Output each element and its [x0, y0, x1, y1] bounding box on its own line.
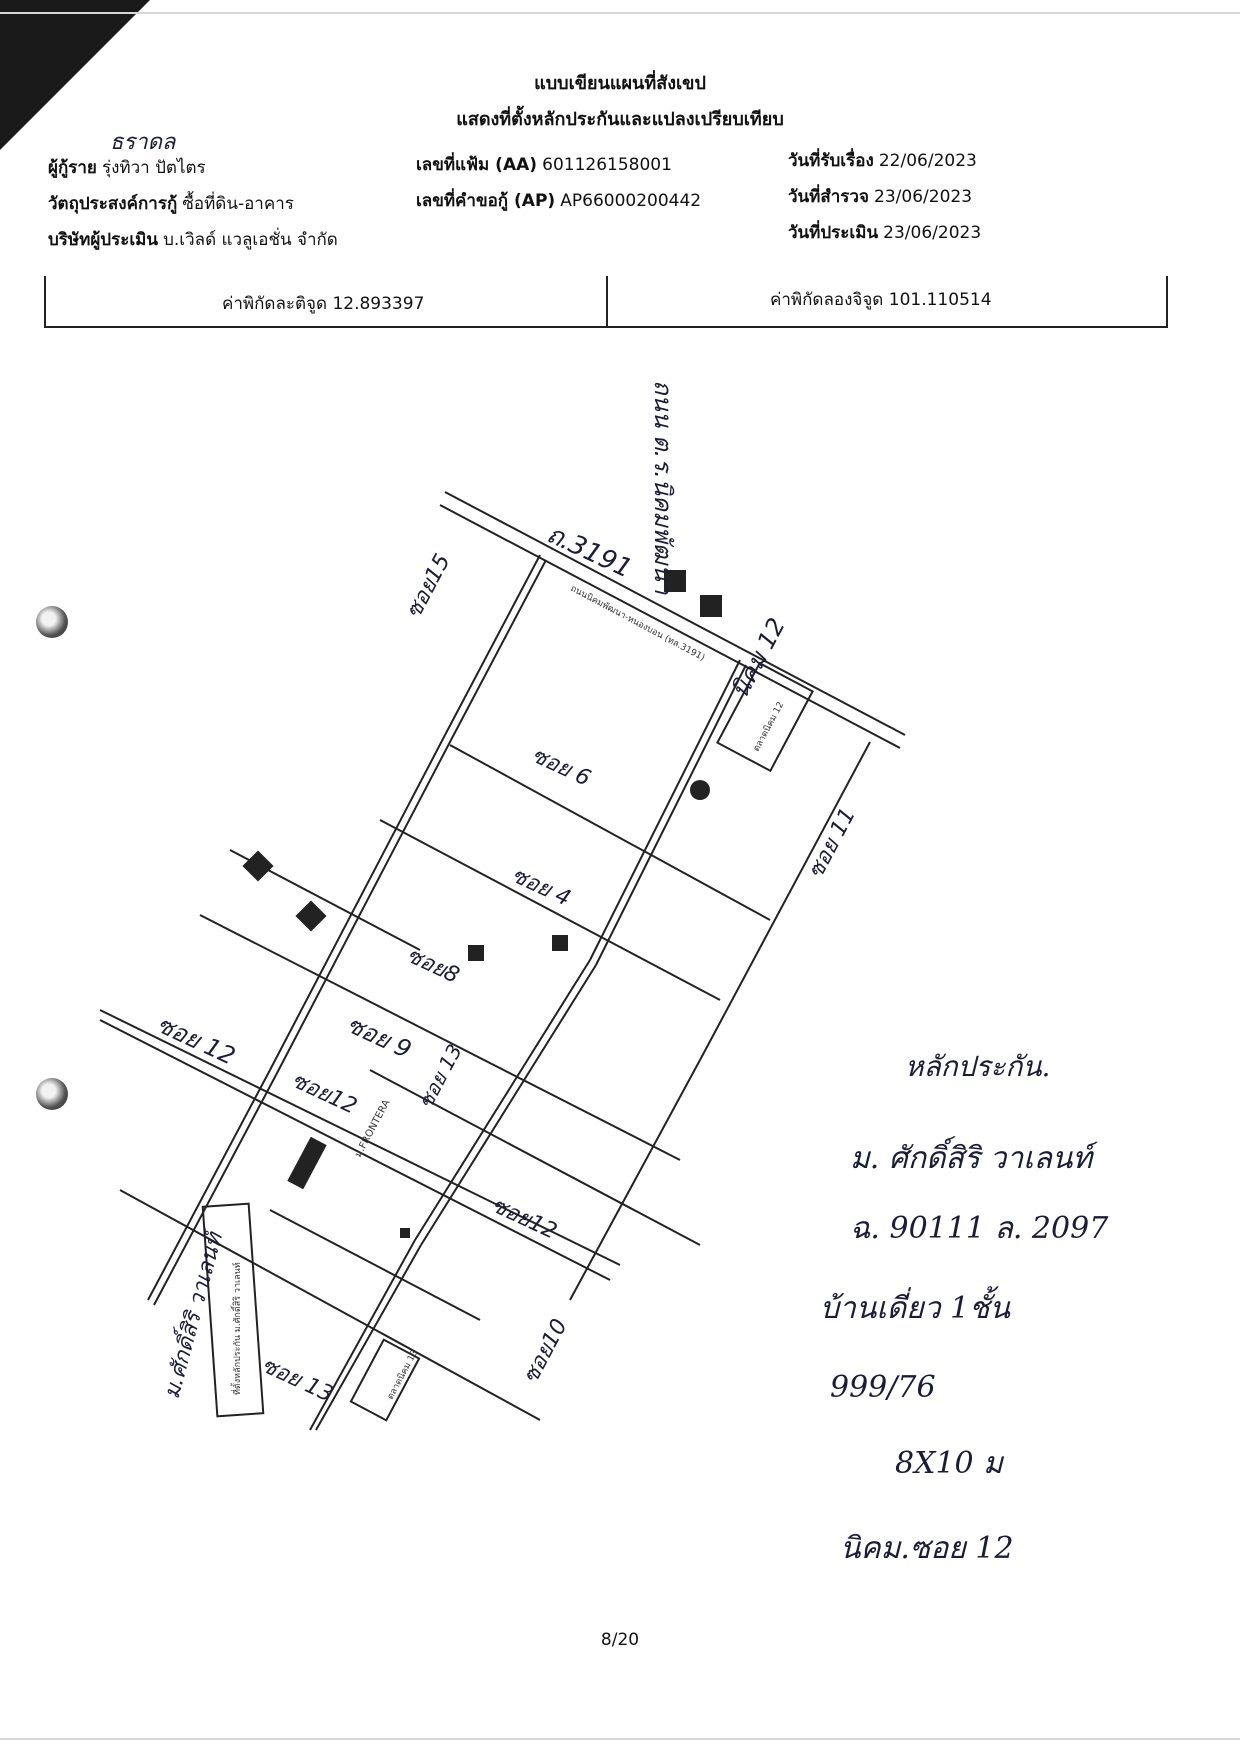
map-roads	[99, 491, 906, 1431]
survey-date-row: วันที่สำรวจ 23/06/2023	[788, 183, 972, 210]
appraisal-date-value: 23/06/2023	[883, 223, 982, 243]
hand-soi-8: ซอย8	[402, 943, 462, 989]
note-house-number: 999/76	[830, 1370, 936, 1405]
received-date-label: วันที่รับเรื่อง	[788, 151, 874, 171]
map-landmark-icons	[242, 570, 722, 1238]
document-subtitle: แสดงที่ตั้งหลักประกันและแปลงเปรียบเทียบ	[456, 109, 784, 130]
latitude-value: 12.893397	[332, 294, 425, 314]
hand-soi-12-b: ซอย12	[287, 1068, 360, 1120]
appraisal-date-row: วันที่ประเมิน 23/06/2023	[788, 219, 981, 246]
purpose-row: วัตถุประสงค์การกู้ ซื้อที่ดิน-อาคาร	[48, 190, 294, 217]
longitude-cell: ค่าพิกัดลองจิจูด 101.110514	[770, 286, 992, 313]
hand-collateral-name: ม.ศักดิ์สิริ วาเลนท์	[155, 1224, 229, 1401]
map-printed-labels: ม.FRONTERA ที่ตั้งหลักประกัน ม.ศักดิ์สิร…	[230, 583, 786, 1401]
coordinates-divider	[606, 276, 608, 326]
collateral-box-label: ที่ตั้งหลักประกัน ม.ศักดิ์สิริ วาเลนท์	[230, 1262, 243, 1395]
appraisal-date-label: วันที่ประเมิน	[788, 223, 879, 243]
file-number-label: เลขที่แฟ้ม (AA)	[416, 155, 538, 175]
market-label-2: ตลาดนิคม 13	[385, 1348, 420, 1401]
note-title-deed: ฉ. 90111 ล. 2097	[850, 1211, 1109, 1246]
borrower-row: ผู้กู้ราย รุ่งทิวา ปัตไตร	[48, 154, 206, 181]
page-number: 8/20	[600, 1630, 640, 1650]
hand-nikhom-12: นิคม 12	[726, 613, 791, 702]
map-handwritten-labels: ถ.3191 ถนน ต.ร.นิคมพัฒนา นิคม 12 ซอย15 ซ…	[152, 380, 861, 1408]
note-collateral-heading: หลักประกัน.	[905, 1050, 1051, 1083]
main-road-label: ถนนนิคมพัฒนา-หนองบอน (ทล.3191)	[569, 583, 707, 663]
building-icon	[664, 570, 686, 592]
landmark-icon	[242, 850, 274, 882]
market-label: ตลาดนิคม 12	[751, 700, 786, 753]
punch-hole-icon	[36, 606, 68, 638]
file-number-row: เลขที่แฟ้ม (AA) 601126158001	[416, 151, 672, 178]
handwritten-initials: ธราดล	[110, 130, 176, 155]
loan-request-row: เลขที่คำขอกู้ (AP) AP66000200442	[416, 187, 701, 214]
hand-road-3191: ถ.3191	[542, 519, 636, 584]
loan-request-label: เลขที่คำขอกู้ (AP)	[416, 191, 556, 211]
received-date-value: 22/06/2023	[878, 151, 977, 171]
hand-soi-9: ซอย 9	[342, 1010, 415, 1064]
note-dimensions: 8X10 ม	[895, 1446, 1003, 1481]
building-icon	[468, 945, 484, 961]
building-icon	[552, 935, 568, 951]
appraiser-row: บริษัทผู้ประเมิน บ.เวิลด์ แวลูเอชั่น จำก…	[48, 226, 338, 253]
punch-hole-icon	[36, 1078, 68, 1110]
purpose-value: ซื้อที่ดิน-อาคาร	[182, 194, 294, 214]
location-pin-icon	[690, 780, 710, 800]
received-date-row: วันที่รับเรื่อง 22/06/2023	[788, 147, 977, 174]
landmark-icon	[295, 900, 327, 932]
appraiser-label: บริษัทผู้ประเมิน	[48, 230, 158, 250]
coordinates-table: ค่าพิกัดละติจูด 12.893397 ค่าพิกัดลองจิจ…	[44, 276, 1168, 328]
latitude-label: ค่าพิกัดละติจูด	[222, 294, 328, 314]
building-icon	[700, 595, 722, 617]
file-number-value: 601126158001	[542, 155, 672, 175]
hand-soi-vertical: ซอย 13	[413, 1040, 467, 1112]
survey-date-label: วันที่สำรวจ	[788, 187, 869, 207]
hand-nikhom-road: ถนน ต.ร.นิคมพัฒนา	[649, 380, 677, 596]
collateral-marker-icon	[287, 1136, 327, 1190]
hand-soi-6: ซอย 6	[527, 743, 594, 792]
borrower-label: ผู้กู้ราย	[48, 158, 97, 178]
shop-icon	[400, 1228, 410, 1238]
longitude-label: ค่าพิกัดลองจิจูด	[770, 290, 884, 310]
purpose-label: วัตถุประสงค์การกู้	[48, 194, 178, 214]
scan-corner-fold	[0, 0, 150, 150]
note-village-name: ม. ศักดิ์สิริ วาเลนท์	[850, 1141, 1093, 1176]
hand-soi-11: ซอย 11	[803, 804, 861, 883]
hand-soi-15: ซอย15	[401, 550, 455, 623]
document-title: แบบเขียนแผนที่สังเขป	[534, 73, 706, 94]
scan-artifact-bottom	[0, 1738, 1240, 1740]
note-building-type: บ้านเดี่ยว 1ชั้น	[820, 1291, 1011, 1326]
hand-soi-10: ซอย10	[518, 1315, 572, 1388]
appraiser-value: บ.เวิลด์ แวลูเอชั่น จำกัด	[163, 230, 338, 250]
loan-request-value: AP66000200442	[560, 191, 702, 211]
latitude-cell: ค่าพิกัดละติจูด 12.893397	[222, 290, 424, 317]
scan-artifact-top	[0, 12, 1240, 14]
note-location-soi: นิคม.ซอย 12	[840, 1531, 1014, 1566]
hand-soi-13: ซอย 13	[257, 1353, 336, 1408]
hand-soi-12: ซอย 12	[152, 1010, 239, 1070]
borrower-value: รุ่งทิวา ปัตไตร	[102, 158, 206, 178]
survey-date-value: 23/06/2023	[874, 187, 973, 207]
longitude-value: 101.110514	[888, 290, 992, 310]
